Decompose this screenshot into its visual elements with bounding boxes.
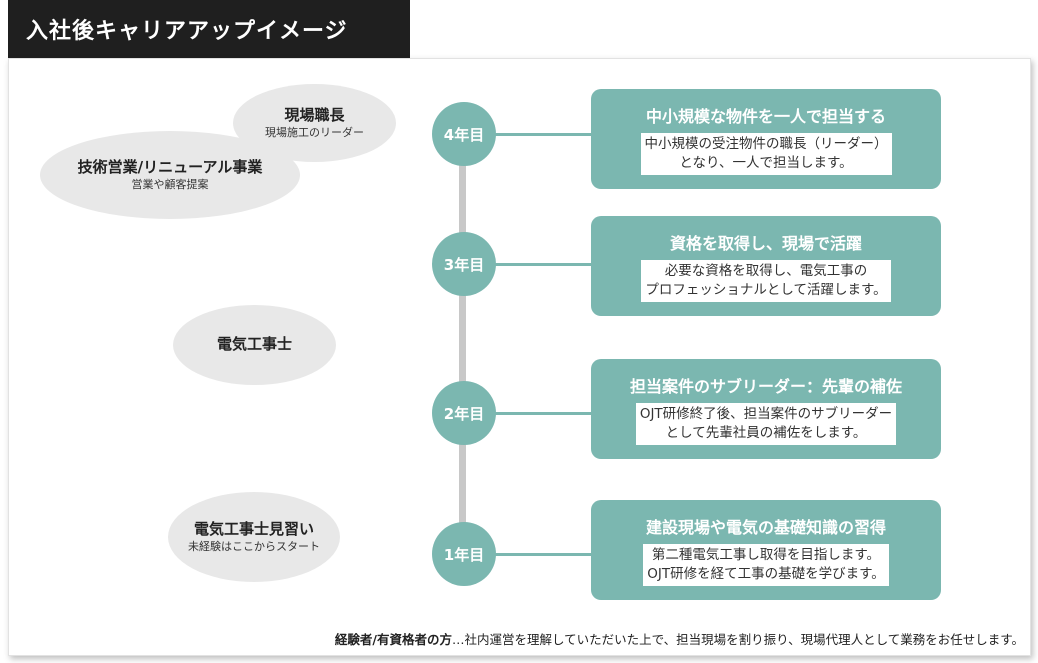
stage-box-year2: 担当案件のサブリーダー：先輩の補佐 OJT研修終了後、担当案件のサブリーダー と… — [591, 359, 941, 459]
stage-desc-year4: 中小規模の受注物件の職長（リーダー） となり、一人で担当します。 — [640, 133, 892, 175]
role-sales-title: 技術営業/リニューアル事業 — [77, 158, 263, 177]
stage-desc-year2: OJT研修終了後、担当案件のサブリーダー として先輩社員の補佐をします。 — [635, 403, 897, 445]
year-circle-4: 4年目 — [432, 102, 496, 166]
page-title-text: 入社後キャリアアップイメージ — [26, 19, 348, 44]
connector-year4 — [490, 133, 592, 136]
role-apprentice-title: 電気工事士見習い — [193, 520, 314, 539]
stage-box-year1: 建設現場や電気の基礎知識の習得 第二種電気工事し取得を目指します。 OJT研修を… — [591, 500, 941, 600]
role-sales: 技術営業/リニューアル事業 営業や顧客提案 — [40, 131, 300, 219]
connector-year3 — [490, 263, 592, 266]
stage-desc-year2-line2: として先輩社員の補佐をします。 — [665, 425, 867, 441]
stage-box-year3: 資格を取得し、現場で活躍 必要な資格を取得し、電気工事の プロフェッショナルとし… — [591, 216, 941, 316]
stage-desc-year3-line2: プロフェッショナルとして活躍します。 — [645, 282, 887, 298]
stage-desc-year2-line1: OJT研修終了後、担当案件のサブリーダー — [639, 406, 893, 423]
stage-desc-year1-line1: 第二種電気工事し取得を目指します。 — [651, 547, 881, 564]
stage-desc-year1-line2: OJT研修を経て工事の基礎を学びます。 — [647, 566, 885, 582]
year-circle-3: 3年目 — [432, 232, 496, 296]
role-site-chief-sub: 現場施工のリーダー — [265, 125, 364, 139]
role-electrician: 電気工事士 — [173, 305, 336, 385]
footnote-bold: 経験者/有資格者の方 — [334, 632, 452, 647]
connector-year2 — [490, 412, 592, 415]
stage-desc-year3: 必要な資格を取得し、電気工事の プロフェッショナルとして活躍します。 — [641, 260, 891, 302]
year-label-2: 2年目 — [443, 404, 485, 423]
year-label-1: 1年目 — [443, 545, 485, 564]
footnote-text: …社内運営を理解していただいた上で、担当現場を割り振り、現場代理人として業務をお… — [451, 632, 1024, 647]
year-label-4: 4年目 — [443, 125, 485, 144]
page-title: 入社後キャリアアップイメージ — [8, 0, 410, 58]
stage-desc-year4-line2: となり、一人で担当します。 — [679, 155, 853, 171]
role-electrician-title: 電気工事士 — [216, 335, 292, 354]
stage-title-year1: 建設現場や電気の基礎知識の習得 — [645, 518, 886, 538]
stage-title-year4: 中小規模な物件を一人で担当する — [645, 107, 886, 127]
stage-title-year2: 担当案件のサブリーダー：先輩の補佐 — [629, 377, 902, 397]
stage-desc-year1: 第二種電気工事し取得を目指します。 OJT研修を経て工事の基礎を学びます。 — [643, 544, 889, 586]
role-site-chief-title: 現場職長 — [284, 106, 345, 125]
footnote: 経験者/有資格者の方…社内運営を理解していただいた上で、担当現場を割り振り、現場… — [335, 629, 1024, 648]
role-apprentice: 電気工事士見習い 未経験はここからスタート — [168, 492, 340, 582]
stage-box-year4: 中小規模な物件を一人で担当する 中小規模の受注物件の職長（リーダー） となり、一… — [591, 89, 941, 189]
stage-desc-year3-line1: 必要な資格を取得し、電気工事の — [664, 263, 868, 280]
year-label-3: 3年目 — [443, 255, 485, 274]
role-sales-sub: 営業や顧客提案 — [131, 177, 209, 191]
timeline-line — [459, 160, 466, 552]
stage-desc-year4-line1: 中小規模の受注物件の職長（リーダー） — [644, 136, 888, 153]
year-circle-2: 2年目 — [432, 381, 496, 445]
role-apprentice-sub: 未経験はここからスタート — [188, 539, 320, 553]
stage-title-year3: 資格を取得し、現場で活躍 — [669, 234, 862, 254]
connector-year1 — [490, 553, 592, 556]
year-circle-1: 1年目 — [432, 522, 496, 586]
